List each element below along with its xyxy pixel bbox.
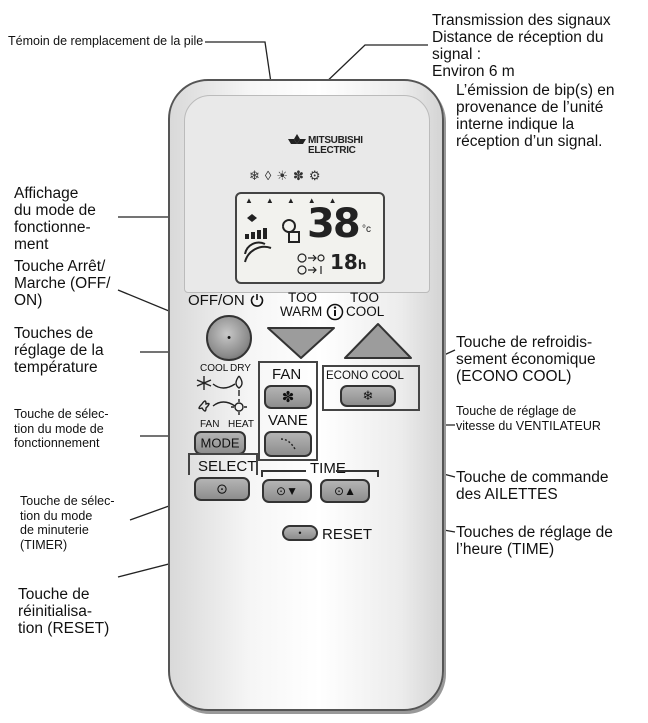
lcd-temperature-unit: °c — [362, 224, 371, 235]
label-fan-mode: FAN — [200, 419, 220, 430]
annotation-battery: Témoin de remplacement de la pile — [8, 34, 204, 48]
econo-cool-icon: ❄ — [362, 388, 374, 403]
label-fan: FAN — [272, 366, 302, 383]
lcd-timer-value: 18h — [330, 252, 366, 275]
reset-button[interactable]: • — [282, 525, 318, 541]
clock-icon: ⊙ — [216, 480, 228, 497]
annotation-off-on: Touche Arrêt/ Marche (OFF/ ON) — [14, 258, 111, 309]
mode-button-label: MODE — [200, 435, 240, 451]
brand-line-1: MITSUBISHI — [308, 135, 363, 146]
econo-cool-frame — [322, 365, 420, 411]
button-dot-icon: • — [227, 332, 231, 344]
label-too-warm-2: WARM — [280, 304, 323, 319]
vane-icon — [280, 438, 296, 450]
fan-vane-frame — [258, 361, 318, 461]
annotation-reset: Touche de réinitialisa- tion (RESET) — [18, 586, 110, 637]
label-too-cool-1: TOO — [350, 290, 380, 305]
clock-down-icon: ⊙▼ — [276, 484, 298, 498]
droplet-icon: ◊ — [264, 168, 277, 183]
fan-button[interactable]: ✽ — [264, 385, 312, 409]
mode-indicator-icons: ❄◊☀✽⚙ — [249, 168, 326, 184]
off-on-button[interactable]: • — [206, 315, 252, 361]
annotation-econo-cool: Touche de refroidis- sement économique (… — [456, 334, 596, 385]
fan-icon: ✽ — [281, 389, 295, 406]
remote-control: MITSUBISHI ELECTRIC ❄◊☀✽⚙ ▲▲▲▲▲ 38 °c — [168, 79, 444, 711]
sun-icon — [234, 402, 244, 412]
mode-cycle-icons — [196, 375, 247, 415]
too-warm-button[interactable] — [265, 325, 337, 361]
vane-button[interactable] — [264, 431, 312, 457]
fan-icon — [198, 400, 210, 412]
sun-icon: ☀ — [276, 168, 293, 183]
select-frame — [188, 453, 258, 475]
lcd-temperature: 38 — [307, 201, 361, 247]
label-cool: COOL — [200, 363, 229, 374]
annotation-mode-display: Affichage du mode de fonctionne- ment — [14, 185, 96, 253]
lcd-fan-bars-icon — [244, 214, 300, 263]
label-vane: VANE — [268, 412, 308, 429]
mode-button[interactable]: MODE — [194, 431, 246, 455]
label-heat: HEAT — [228, 419, 254, 430]
lcd-timer-unit: h — [357, 258, 367, 272]
time-up-button[interactable]: ⊙▲ — [320, 479, 370, 503]
label-time: TIME — [310, 460, 346, 477]
annotation-vane: Touche de commande des AILETTES — [456, 469, 609, 503]
label-off-on: OFF/ON — [188, 292, 245, 309]
time-down-button[interactable]: ⊙▼ — [262, 479, 312, 503]
lcd-mode-arrows: ▲▲▲▲▲ — [245, 196, 350, 205]
lcd-timer-icon — [297, 253, 325, 275]
mitsubishi-logo-icon — [288, 134, 306, 144]
label-select: SELECT — [198, 458, 257, 475]
info-icon — [326, 303, 344, 321]
lcd-display: ▲▲▲▲▲ 38 °c 18h — [235, 192, 385, 284]
snowflake-icon — [196, 376, 212, 390]
annotation-time-keys: Touches de réglage de l’heure (TIME) — [456, 524, 613, 558]
power-icon — [250, 294, 264, 307]
label-reset: RESET — [322, 526, 373, 543]
brand-line-2: ELECTRIC — [308, 145, 356, 156]
annotation-temp-keys: Touches de réglage de la température — [14, 325, 104, 376]
annotation-signal: Transmission des signaux Distance de réc… — [432, 12, 611, 80]
label-too-warm-1: TOO — [288, 290, 318, 305]
fan-icon: ✽ — [293, 168, 309, 183]
annotation-mode-select: Touche de sélec- tion du mode de fonctio… — [14, 407, 109, 450]
too-cool-button[interactable] — [342, 321, 414, 361]
label-too-cool-2: COOL — [346, 304, 385, 319]
annotation-beep: L’émission de bip(s) en provenance de l’… — [456, 82, 615, 150]
annotation-fan-speed: Touche de réglage de vitesse du VENTILAT… — [456, 404, 601, 433]
time-bracket — [261, 470, 379, 477]
auto-icon: ⚙ — [308, 168, 326, 183]
label-dry: DRY — [230, 363, 251, 374]
brand-name: MITSUBISHI ELECTRIC — [308, 136, 363, 156]
reset-dot-icon: • — [298, 528, 302, 538]
econo-cool-button[interactable]: ❄ — [340, 385, 396, 407]
remote-top-panel: MITSUBISHI ELECTRIC ❄◊☀✽⚙ ▲▲▲▲▲ 38 °c — [184, 95, 430, 293]
select-button[interactable]: ⊙ — [194, 477, 250, 501]
droplet-icon — [235, 375, 243, 389]
annotation-timer-select: Touche de sélec- tion du mode de minuter… — [20, 494, 115, 552]
clock-up-icon: ⊙▲ — [334, 484, 356, 498]
label-econo-cool: ECONO COOL — [326, 370, 404, 382]
lcd-timer-number: 18 — [330, 250, 358, 274]
snowflake-icon: ❄ — [249, 168, 265, 183]
